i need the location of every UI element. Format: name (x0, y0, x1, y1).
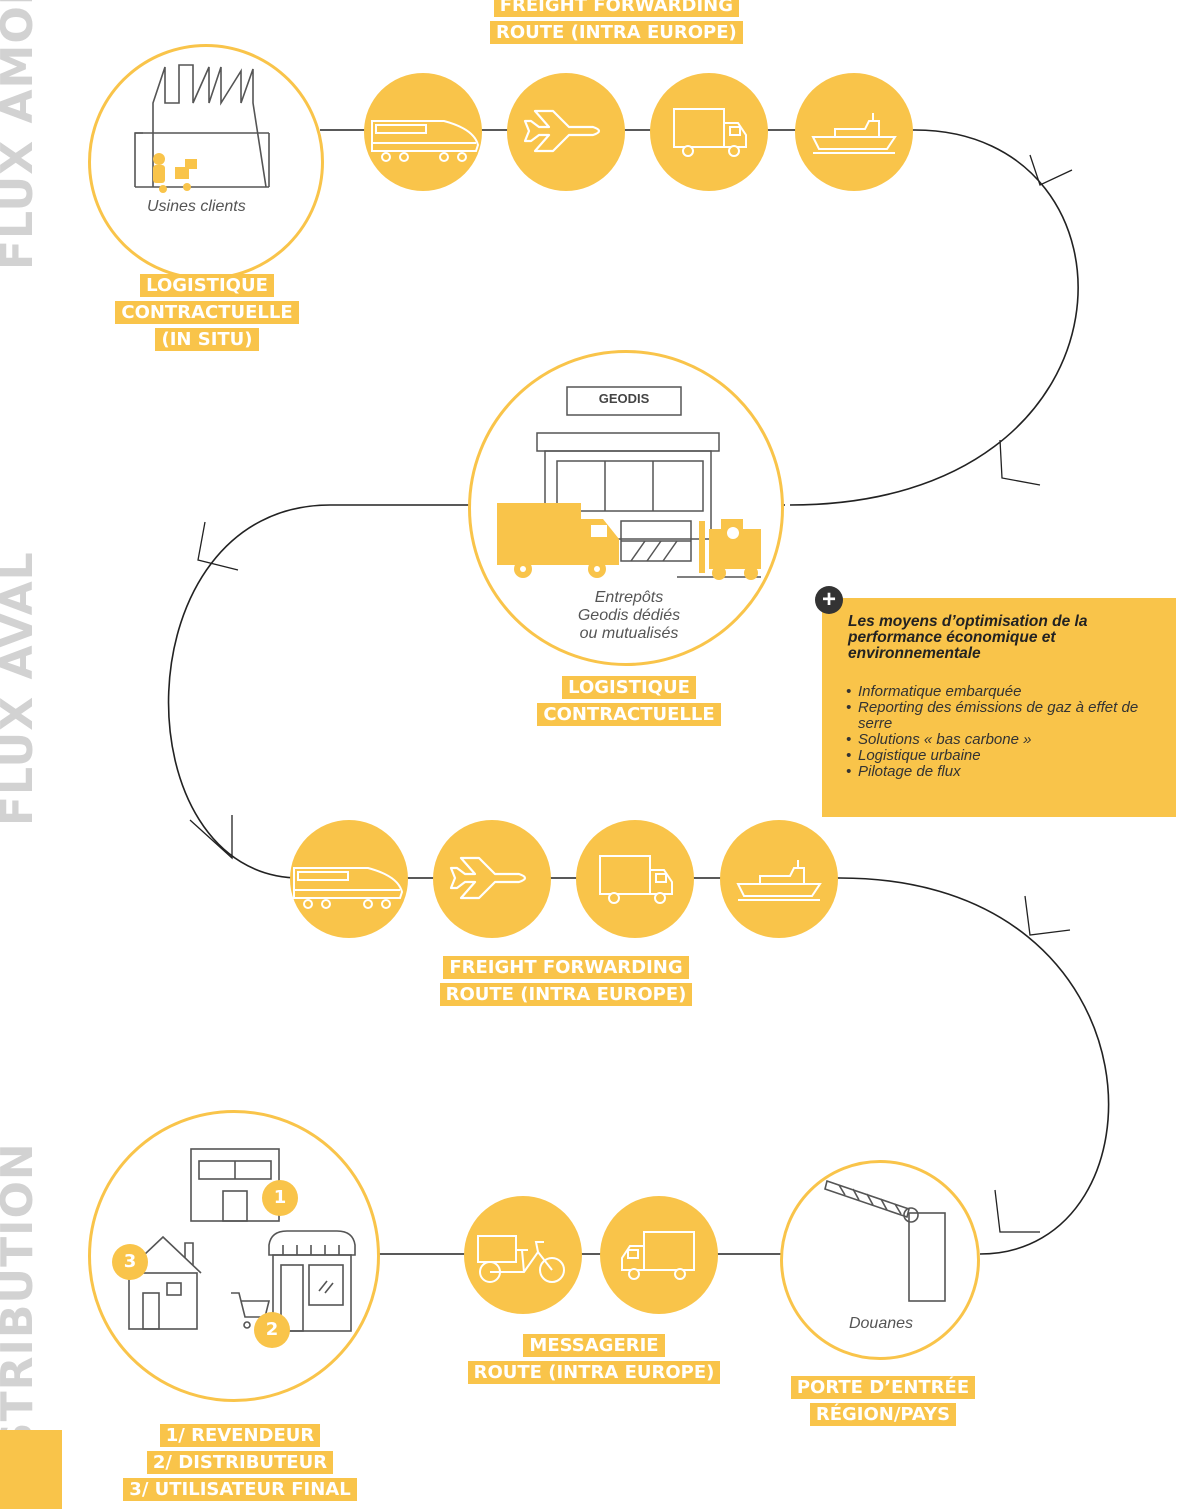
factory-circle (88, 44, 324, 280)
factory-label-line-2: CONTRACTUELLE (115, 301, 299, 324)
info-item: Pilotage de flux (846, 764, 1148, 780)
warehouse-circle: GEODIS Entrepôts Geodis dédiés ou mutual… (468, 350, 784, 666)
warehouse-caption-line-1: Entrepôts (594, 589, 664, 606)
factory-label-line-1: LOGISTIQUE (140, 274, 274, 297)
warehouse-label: LOGISTIQUE CONTRACTUELLE (522, 676, 736, 730)
ship-icon (736, 860, 822, 901)
info-item: Solutions « bas carbone » (846, 732, 1148, 748)
customs-circle: Douanes (780, 1160, 980, 1360)
messagerie-label: MESSAGERIE ROUTE (INTRA EUROPE) (444, 1334, 744, 1388)
warehouse-icon (497, 386, 761, 580)
warehouse-label-line-1: LOGISTIQUE (562, 676, 696, 699)
distribution-label-line-1: 1/ REVENDEUR (159, 1424, 321, 1447)
ship-circle-top (795, 73, 913, 191)
badge-1: 1 (262, 1180, 298, 1216)
train-circle-top (364, 73, 482, 191)
top-label-line-2: ROUTE (INTRA EUROPE) (490, 21, 743, 44)
ship-circle-mid (720, 820, 838, 938)
info-list: Informatique embarquée Reporting des émi… (846, 684, 1148, 780)
train-icon (371, 120, 480, 162)
barrier-icon (824, 1179, 946, 1302)
train-icon (293, 867, 404, 909)
truck-icon (599, 855, 673, 904)
plus-icon: + (815, 586, 843, 614)
mid-label-line-1: FREIGHT FORWARDING (443, 956, 689, 979)
info-title: Les moyens d’optimisation de la performa… (848, 613, 1088, 662)
warehouse-caption: Entrepôts Geodis dédiés ou mutualisés (471, 589, 781, 643)
warehouse-label-line-2: CONTRACTUELLE (537, 703, 721, 726)
optimisation-box: Les moyens d’optimisation de la performa… (822, 598, 1176, 817)
warehouse-caption-line-3: ou mutualisés (579, 625, 679, 642)
customs-label: PORTE D’ENTRÉE RÉGION/PAYS (774, 1376, 992, 1430)
corner-block (0, 1430, 62, 1509)
plane-icon (523, 109, 601, 153)
ship-icon (811, 113, 897, 154)
factory-caption: Usines clients (147, 198, 246, 215)
top-label-line-1: FREIGHT FORWARDING (493, 0, 740, 17)
factory-label-line-3: (IN SITU) (155, 328, 259, 351)
messagerie-label-line-1: MESSAGERIE (523, 1334, 665, 1357)
truck-circle-top (650, 73, 768, 191)
truck-circle-bottom (600, 1196, 718, 1314)
mid-freight-label: FREIGHT FORWARDING ROUTE (INTRA EUROPE) (416, 956, 716, 1010)
distribution-icons (124, 1148, 356, 1332)
warehouse-sign: GEODIS (598, 391, 650, 406)
truck-circle-mid (576, 820, 694, 938)
info-item: Informatique embarquée (846, 684, 1148, 700)
info-item: Reporting des émissions de gaz à effet d… (846, 700, 1148, 732)
distribution-label-line-2: 2/ DISTRIBUTEUR (146, 1451, 334, 1474)
factory-icon (134, 64, 270, 193)
badge-2: 2 (254, 1312, 290, 1348)
factory-label: LOGISTIQUE CONTRACTUELLE (IN SITU) (96, 274, 318, 355)
mid-label-line-2: ROUTE (INTRA EUROPE) (439, 983, 693, 1006)
cargo-bike-circle (464, 1196, 582, 1314)
distribution-label-line-3: 3/ UTILISATEUR FINAL (123, 1478, 357, 1501)
customs-label-line-2: RÉGION/PAYS (809, 1403, 957, 1426)
messagerie-label-line-2: ROUTE (INTRA EUROPE) (467, 1361, 721, 1384)
truck-icon (621, 1231, 695, 1280)
customs-label-line-1: PORTE D’ENTRÉE (790, 1376, 976, 1399)
warehouse-caption-line-2: Geodis dédiés (577, 607, 681, 624)
train-circle-mid (290, 820, 408, 938)
plane-icon (449, 856, 527, 900)
top-freight-label: FREIGHT FORWARDING ROUTE (INTRA EUROPE) (490, 0, 743, 48)
plane-circle-top (507, 73, 625, 191)
plane-circle-mid (433, 820, 551, 938)
badge-3: 3 (112, 1244, 148, 1280)
customs-caption: Douanes (848, 1315, 914, 1332)
distribution-label-list: 1/ REVENDEUR 2/ DISTRIBUTEUR 3/ UTILISAT… (90, 1424, 390, 1505)
truck-icon (673, 108, 747, 157)
info-item: Logistique urbaine (846, 748, 1148, 764)
cargo-bike-icon (477, 1235, 565, 1283)
